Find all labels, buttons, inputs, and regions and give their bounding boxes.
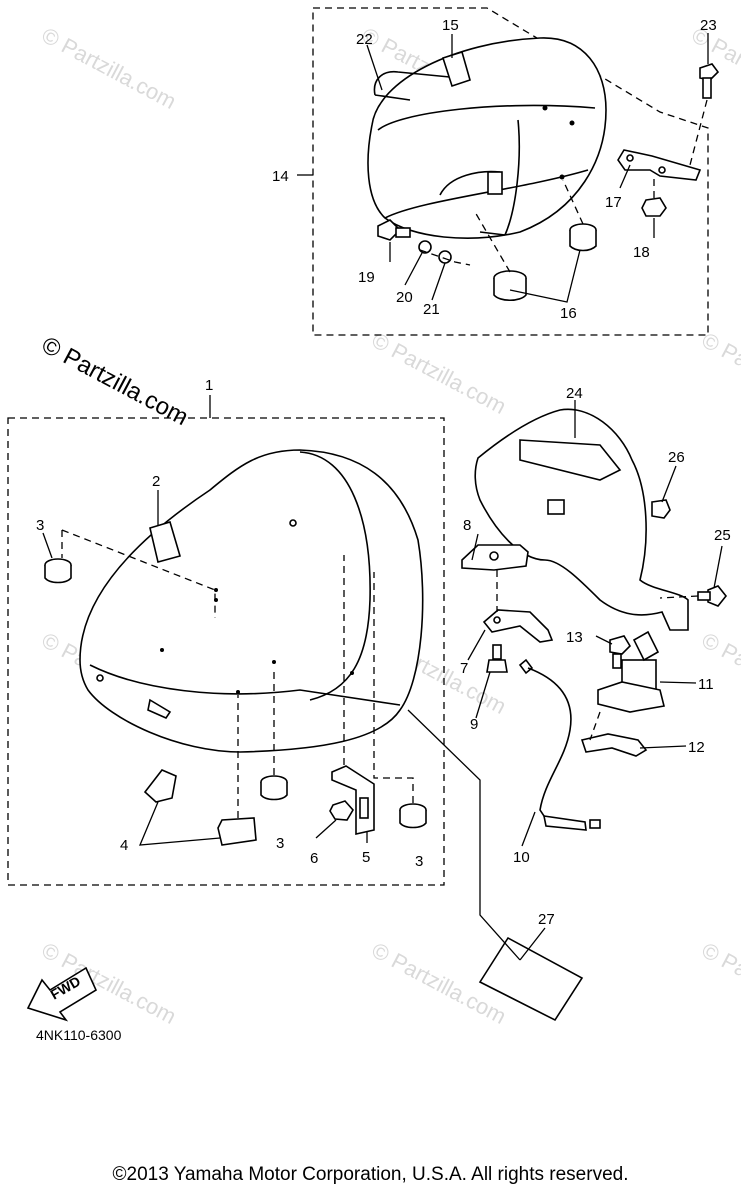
seat-strap-2 xyxy=(149,521,181,563)
bolt-26 xyxy=(651,499,671,519)
callout-21: 21 xyxy=(423,301,440,318)
watermark-text: © Partzilla.com xyxy=(368,327,511,419)
nut-6 xyxy=(329,800,354,821)
callout-18: 18 xyxy=(633,244,650,261)
callout-26: 26 xyxy=(668,449,685,466)
damper-3-mid xyxy=(260,775,288,801)
diagram-code: 4NK110-6300 xyxy=(36,1027,122,1043)
bolt-9 xyxy=(486,644,508,673)
fwd-arrow-icon: FWD xyxy=(26,966,98,1022)
callout-3: 3 xyxy=(36,517,44,534)
cover-24 xyxy=(474,408,689,631)
bolt-25 xyxy=(697,585,728,607)
callout-9: 9 xyxy=(470,716,478,733)
watermark-text: © Partzilla.com xyxy=(38,22,181,114)
nut-18 xyxy=(641,197,667,217)
callout-12: 12 xyxy=(688,739,705,756)
callout-3: 3 xyxy=(415,853,423,870)
watermark-text: © Partzilla.com xyxy=(698,627,741,719)
leader-lines xyxy=(42,33,723,961)
callout-5: 5 xyxy=(362,849,370,866)
watermark-text: © Partzilla.com xyxy=(698,937,741,1029)
rear-seat xyxy=(367,37,607,239)
label-27 xyxy=(478,936,584,1022)
callout-3: 3 xyxy=(276,835,284,852)
grab-bar xyxy=(373,70,521,236)
bracket-17 xyxy=(617,149,702,181)
callout-16: 16 xyxy=(560,305,577,322)
bracket-5 xyxy=(331,765,375,835)
callout-23: 23 xyxy=(700,17,717,34)
main-seat xyxy=(79,449,424,753)
callout-7: 7 xyxy=(460,660,468,677)
callout-14: 14 xyxy=(272,168,289,185)
bolt-23 xyxy=(699,63,720,99)
callout-22: 22 xyxy=(356,31,373,48)
callout-8: 8 xyxy=(463,517,471,534)
callout-20: 20 xyxy=(396,289,413,306)
callout-1: 1 xyxy=(205,377,213,394)
callout-11: 11 xyxy=(698,676,714,693)
callout-25: 25 xyxy=(714,527,731,544)
cable-10 xyxy=(518,658,601,831)
callout-19: 19 xyxy=(358,269,375,286)
clip-4a xyxy=(143,769,177,803)
callout-15: 15 xyxy=(442,17,459,34)
damper-3-top xyxy=(44,558,72,584)
group-14-boundary xyxy=(312,7,709,336)
damper-16b xyxy=(493,270,527,302)
callout-2: 2 xyxy=(152,473,160,490)
damper-16a xyxy=(569,223,597,252)
callout-24: 24 xyxy=(566,385,583,402)
bracket-12 xyxy=(580,733,648,757)
copyright-notice: ©2013 Yamaha Motor Corporation, U.S.A. A… xyxy=(112,1164,629,1185)
callout-27: 27 xyxy=(538,911,555,928)
callout-10: 10 xyxy=(513,849,530,866)
callout-labels: 1 2 3 3 3 3 4 5 6 7 8 9 10 11 12 13 14 1… xyxy=(36,17,731,928)
bracket-7 xyxy=(482,609,554,643)
watermark-text: © Partzilla.com xyxy=(698,327,741,419)
callout-6: 6 xyxy=(310,850,318,867)
washer-21 xyxy=(438,250,452,264)
seat-lock-11 xyxy=(597,630,665,713)
clip-4b xyxy=(217,817,257,846)
bracket-8 xyxy=(461,544,529,571)
damper-3-right xyxy=(399,803,427,829)
callout-4: 4 xyxy=(120,837,128,854)
bolt-19 xyxy=(377,219,411,241)
group-1-boundary xyxy=(7,417,445,886)
callout-13: 13 xyxy=(566,629,583,646)
bolt-13 xyxy=(609,635,632,669)
watermark-primary: © Partzilla.com xyxy=(37,331,192,431)
seat-strap xyxy=(441,50,471,88)
callout-17: 17 xyxy=(605,194,622,211)
